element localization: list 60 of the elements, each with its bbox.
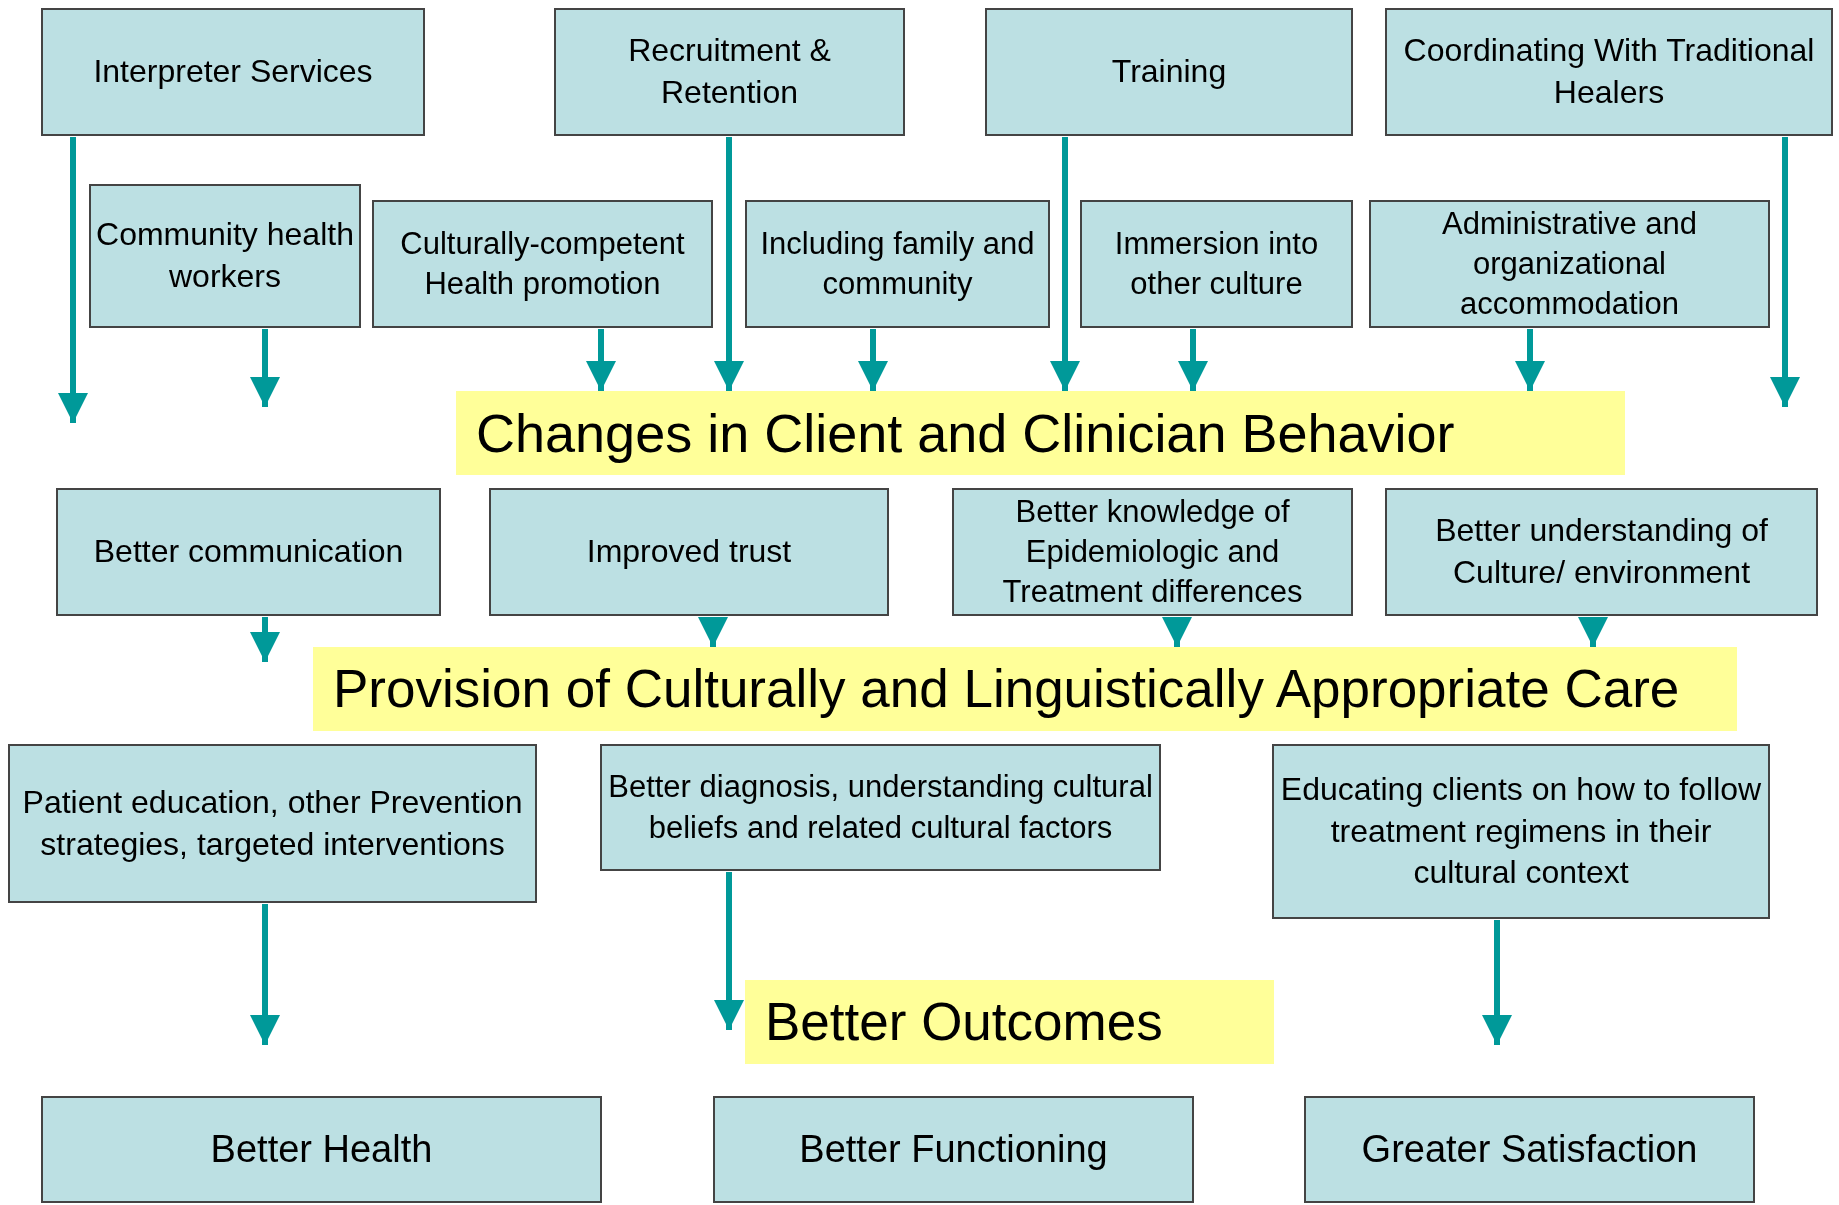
text-box xyxy=(1385,8,1833,136)
box-label: Administrative and organizational accommodation xyxy=(1441,204,1698,324)
text-box xyxy=(372,200,713,328)
text-box xyxy=(600,744,1161,871)
text-box xyxy=(952,488,1353,616)
arrow xyxy=(858,329,888,391)
text-box xyxy=(1272,744,1770,919)
arrow xyxy=(1482,920,1512,1045)
text-box xyxy=(41,1096,602,1203)
highlight-band xyxy=(456,391,1625,475)
box-label: Better Outcomes xyxy=(765,990,1163,1053)
text-box xyxy=(745,200,1050,328)
box-label: Better communication xyxy=(93,532,404,572)
box-label: Better understanding of Culture/ environment xyxy=(1434,511,1769,592)
arrow xyxy=(1178,329,1208,391)
text-box xyxy=(56,488,441,616)
box-label: Better Health xyxy=(210,1126,433,1172)
box-label: Improved trust xyxy=(586,532,792,572)
text-box xyxy=(89,184,361,328)
box-label: Educating clients on how to follow treatment regimens in their cultural context xyxy=(1279,770,1763,893)
text-box xyxy=(554,8,905,136)
text-box xyxy=(1304,1096,1755,1203)
text-box xyxy=(41,8,425,136)
box-label: Better Functioning xyxy=(799,1126,1108,1172)
box-label: Immersion into other culture xyxy=(1113,224,1320,303)
text-box xyxy=(8,744,537,903)
arrow xyxy=(1578,617,1608,647)
box-label: Patient education, other Prevention strategies, targeted interventions xyxy=(21,782,524,864)
box-label: Better knowledge of Epidemiologic and Treatment differences xyxy=(1001,492,1304,612)
box-label: Better diagnosis, understanding cultural beliefs and related cultural factors xyxy=(607,768,1154,847)
text-box xyxy=(1385,488,1818,616)
text-box xyxy=(713,1096,1194,1203)
arrow xyxy=(698,617,728,647)
arrow xyxy=(250,329,280,407)
box-label: Changes in Client and Clinician Behavior xyxy=(476,401,1455,465)
box-label: Recruitment & Retention xyxy=(627,31,832,112)
text-box xyxy=(489,488,889,616)
box-label: Provision of Culturally and Linguistically Appropriate Care xyxy=(333,657,1680,720)
text-box xyxy=(985,8,1353,136)
box-label: Training xyxy=(1111,52,1227,92)
arrow xyxy=(714,872,744,1030)
box-label: Coordinating With Traditional Healers xyxy=(1402,31,1816,112)
arrow xyxy=(250,904,280,1045)
arrow xyxy=(250,617,280,662)
text-box xyxy=(1369,200,1770,328)
text-box xyxy=(1080,200,1353,328)
arrow xyxy=(58,137,88,423)
highlight-band xyxy=(745,980,1274,1064)
arrow xyxy=(1050,137,1080,391)
arrow xyxy=(586,329,616,391)
arrow xyxy=(714,137,744,391)
box-label: Including family and community xyxy=(759,224,1036,303)
arrow xyxy=(1770,137,1800,407)
box-label: Culturally-competent Health promotion xyxy=(399,224,686,303)
arrow xyxy=(1162,617,1192,647)
arrow xyxy=(1515,329,1545,391)
box-label: Interpreter Services xyxy=(93,52,373,92)
highlight-band xyxy=(313,647,1737,731)
box-label: Community health workers xyxy=(95,215,355,296)
box-label: Greater Satisfaction xyxy=(1361,1126,1698,1172)
